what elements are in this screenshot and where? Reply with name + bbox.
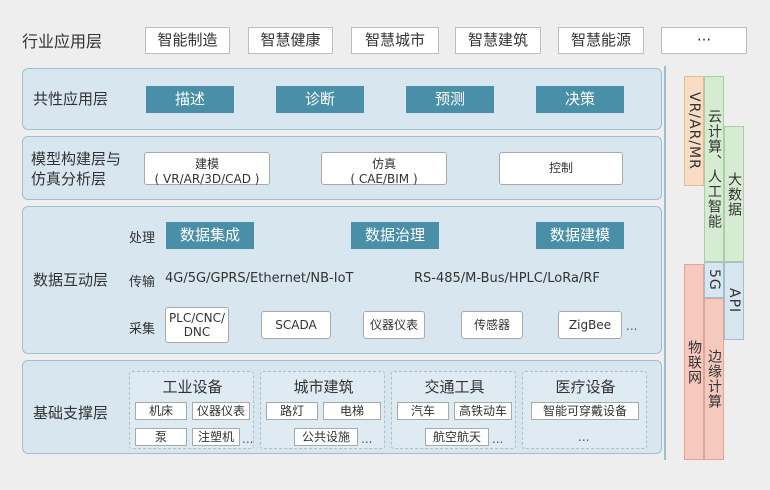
model-box-simulation-sub: ( CAE/BIM ) xyxy=(350,172,418,186)
base-item: 电梯 xyxy=(323,402,381,420)
big-data-bar: 大数据 xyxy=(724,126,744,262)
base-item: 机床 xyxy=(135,402,187,420)
edge-computing-bar: 边缘计算 xyxy=(704,298,724,460)
collect-item-sensor: 传感器 xyxy=(461,311,523,339)
transfer-protocols-left: 4G/5G/GPRS/Ethernet/NB-IoT xyxy=(165,271,354,286)
group-more: ... xyxy=(492,432,504,446)
model-box-modeling: 建模 ( VR/AR/3D/CAD ) xyxy=(144,152,270,186)
group-more: ... xyxy=(578,430,590,444)
model-layer-label: 模型构建层与 仿真分析层 xyxy=(31,149,121,189)
model-box-simulation-title: 仿真 xyxy=(371,157,396,171)
transfer-protocols-right: RS-485/M-Bus/HPLC/LoRa/RF xyxy=(414,271,600,286)
model-layer-label-line1: 模型构建层与 xyxy=(31,150,122,168)
group-title: 交通工具 xyxy=(424,378,485,396)
base-item: 仪器仪表 xyxy=(192,402,250,420)
base-item: 路灯 xyxy=(266,402,318,420)
base-item: 航空航天 xyxy=(425,428,489,446)
base-group-transport: 交通工具 汽车 高铁动车 航空航天 ... xyxy=(391,371,516,449)
iot-bar: 物联网 xyxy=(684,264,704,460)
common-item-diagnose: 诊断 xyxy=(276,86,364,113)
model-box-control: 控制 xyxy=(499,152,623,185)
group-more: ... xyxy=(242,432,254,446)
base-item: 智能可穿戴设备 xyxy=(531,402,639,420)
industry-item-smart-health: 智慧健康 xyxy=(248,27,333,54)
collect-more: ... xyxy=(626,319,638,333)
model-layer-label-line2: 仿真分析层 xyxy=(31,170,107,188)
group-more: ... xyxy=(361,432,373,446)
5g-bar: 5G xyxy=(704,262,724,298)
industry-item-more: ··· xyxy=(661,27,747,54)
model-layer-panel: 模型构建层与 仿真分析层 建模 ( VR/AR/3D/CAD ) 仿真 ( CA… xyxy=(22,136,662,200)
group-title: 城市建筑 xyxy=(293,378,354,396)
process-label: 处理 xyxy=(129,231,156,246)
base-group-industrial: 工业设备 机床 仪器仪表 泵 注塑机 ... xyxy=(129,371,254,449)
collect-item-plc: PLC/CNC/ DNC xyxy=(165,307,229,343)
industry-item-smart-manufacturing: 智能制造 xyxy=(145,27,230,54)
industry-item-smart-energy: 智慧能源 xyxy=(558,27,644,54)
edge-computing-label: 边缘计算 xyxy=(706,349,722,409)
base-item: 汽车 xyxy=(397,402,449,420)
common-item-decide: 决策 xyxy=(536,86,624,113)
process-item-integration: 数据集成 xyxy=(166,222,254,249)
industry-item-smart-city: 智慧城市 xyxy=(351,27,439,54)
model-box-modeling-sub: ( VR/AR/3D/CAD ) xyxy=(154,172,260,186)
collect-item-instrument: 仪器仪表 xyxy=(363,311,425,339)
base-item: 泵 xyxy=(135,428,187,446)
collect-item-scada: SCADA xyxy=(261,311,331,339)
process-item-governance: 数据治理 xyxy=(351,222,439,249)
base-group-urban: 城市建筑 路灯 电梯 公共设施 ... xyxy=(260,371,385,449)
big-data-label: 大数据 xyxy=(726,171,742,217)
api-bar: API xyxy=(724,262,744,340)
transfer-label: 传输 xyxy=(129,275,156,290)
base-layer-panel: 基础支撑层 工业设备 机床 仪器仪表 泵 注塑机 ... 城市建筑 路灯 电梯 … xyxy=(22,360,662,454)
cloud-ai-label: 云计算、人工智能 xyxy=(706,109,722,229)
vr-ar-mr-bar: VR/AR/MR xyxy=(684,76,704,186)
model-box-modeling-title: 建模 xyxy=(194,157,219,171)
common-item-describe: 描述 xyxy=(146,86,234,113)
base-item: 高铁动车 xyxy=(454,402,512,420)
industry-item-smart-building: 智慧建筑 xyxy=(455,27,541,54)
group-title: 工业设备 xyxy=(162,378,223,396)
api-label: API xyxy=(726,288,742,314)
common-layer-label: 共性应用层 xyxy=(33,90,109,108)
base-item: 注塑机 xyxy=(192,428,240,446)
data-layer-panel: 数据互动层 处理 数据集成 数据治理 数据建模 传输 4G/5G/GPRS/Et… xyxy=(22,206,662,354)
industry-layer-label: 行业应用层 xyxy=(22,32,103,51)
model-box-simulation: 仿真 ( CAE/BIM ) xyxy=(321,152,447,186)
vr-ar-mr-label: VR/AR/MR xyxy=(686,92,702,170)
base-group-medical: 医疗设备 智能可穿戴设备 ... xyxy=(522,371,647,449)
side-divider xyxy=(664,66,666,460)
5g-label: 5G xyxy=(706,269,722,291)
group-title: 医疗设备 xyxy=(555,378,616,396)
process-item-modeling: 数据建模 xyxy=(536,222,624,249)
iot-label: 物联网 xyxy=(686,339,702,385)
base-item: 公共设施 xyxy=(294,428,358,446)
data-layer-label: 数据互动层 xyxy=(33,271,109,289)
collect-item-zigbee: ZigBee xyxy=(558,311,622,339)
base-layer-label: 基础支撑层 xyxy=(33,404,109,422)
cloud-ai-bar: 云计算、人工智能 xyxy=(704,76,724,262)
common-item-predict: 预测 xyxy=(406,86,494,113)
collect-label: 采集 xyxy=(129,322,156,337)
common-layer-panel: 共性应用层 描述 诊断 预测 决策 xyxy=(22,68,662,130)
